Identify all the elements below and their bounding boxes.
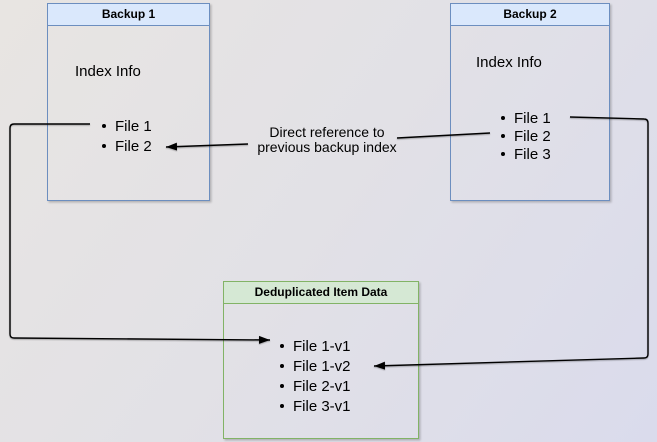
backup2-box: Backup 2 Index Info File 1 File 2 File 3	[450, 3, 610, 201]
dedup-file-list: File 1-v1 File 1-v2 File 2-v1 File 3-v1	[224, 336, 418, 416]
bullet-icon	[280, 384, 284, 388]
backup1-file-list: File 1 File 2	[48, 116, 209, 156]
backup2-title: Backup 2	[451, 4, 609, 26]
backup1-title: Backup 1	[48, 4, 209, 26]
list-item: File 2	[451, 127, 609, 145]
file-label: File 2	[514, 127, 551, 145]
bullet-icon	[102, 144, 106, 148]
backup2-index-info-label: Index Info	[476, 54, 542, 71]
file-label: File 2	[115, 137, 152, 155]
bullet-icon	[501, 116, 505, 120]
bullet-icon	[501, 134, 505, 138]
bullet-icon	[501, 152, 505, 156]
bullet-icon	[102, 124, 106, 128]
file-label: File 3-v1	[293, 397, 351, 415]
direct-reference-annotation: Direct reference to previous backup inde…	[245, 125, 409, 155]
list-item: File 3	[451, 145, 609, 163]
file-label: File 1	[514, 109, 551, 127]
file-label: File 1-v1	[293, 337, 351, 355]
file-label: File 3	[514, 145, 551, 163]
file-label: File 1	[115, 117, 152, 135]
list-item: File 1-v1	[224, 336, 418, 356]
dedup-title: Deduplicated Item Data	[224, 282, 418, 304]
list-item: File 1-v2	[224, 356, 418, 376]
list-item: File 1	[48, 116, 209, 136]
annotation-line1: Direct reference to	[269, 124, 385, 140]
backup1-box: Backup 1 Index Info File 1 File 2	[47, 3, 210, 201]
list-item: File 1	[451, 109, 609, 127]
list-item: File 2	[48, 136, 209, 156]
bullet-icon	[280, 344, 284, 348]
backup2-file-list: File 1 File 2 File 3	[451, 109, 609, 163]
deduplicated-item-data-box: Deduplicated Item Data File 1-v1 File 1-…	[223, 281, 419, 439]
bullet-icon	[280, 364, 284, 368]
list-item: File 3-v1	[224, 396, 418, 416]
file-label: File 2-v1	[293, 377, 351, 395]
file-label: File 1-v2	[293, 357, 351, 375]
list-item: File 2-v1	[224, 376, 418, 396]
backup1-index-info-label: Index Info	[75, 63, 141, 80]
bullet-icon	[280, 404, 284, 408]
annotation-line2: previous backup index	[257, 139, 397, 155]
